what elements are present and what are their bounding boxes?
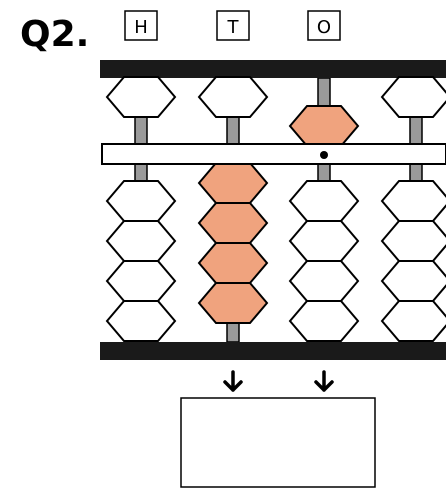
- earth-bead-active[interactable]: [197, 162, 269, 204]
- heaven-bead-active[interactable]: [288, 105, 360, 147]
- arrow-down-icon: [223, 370, 243, 392]
- place-label: O: [317, 17, 331, 38]
- place-label: H: [134, 17, 148, 38]
- abacus-beads: [105, 76, 446, 342]
- earth-bead[interactable]: [380, 260, 446, 302]
- earth-bead[interactable]: [380, 180, 446, 222]
- arrow-down-icon: [314, 370, 334, 392]
- abacus-reckoning-bar: [101, 143, 446, 165]
- earth-bead[interactable]: [105, 180, 177, 222]
- abacus-rods: [134, 77, 423, 343]
- answer-box[interactable]: [180, 397, 376, 488]
- heaven-bead[interactable]: [380, 76, 446, 118]
- place-box-h: [124, 10, 158, 41]
- heaven-bead[interactable]: [197, 76, 269, 118]
- earth-bead[interactable]: [288, 220, 360, 262]
- earth-bead-active[interactable]: [197, 282, 269, 324]
- place-box-o: [307, 10, 341, 41]
- earth-bead[interactable]: [380, 300, 446, 342]
- earth-bead[interactable]: [105, 260, 177, 302]
- earth-bead[interactable]: [288, 180, 360, 222]
- place-label: T: [227, 17, 240, 38]
- place-box-t: [216, 10, 250, 41]
- earth-bead[interactable]: [288, 300, 360, 342]
- abacus-top-frame: [100, 60, 446, 78]
- abacus-bottom-frame: [100, 342, 446, 360]
- earth-bead-active[interactable]: [197, 242, 269, 284]
- earth-bead[interactable]: [288, 260, 360, 302]
- earth-bead[interactable]: [105, 220, 177, 262]
- earth-bead[interactable]: [380, 220, 446, 262]
- earth-bead[interactable]: [105, 300, 177, 342]
- question-label: Q2.: [20, 14, 89, 55]
- unit-marker-dot: [320, 151, 328, 159]
- earth-bead-active[interactable]: [197, 202, 269, 244]
- heaven-bead[interactable]: [105, 76, 177, 118]
